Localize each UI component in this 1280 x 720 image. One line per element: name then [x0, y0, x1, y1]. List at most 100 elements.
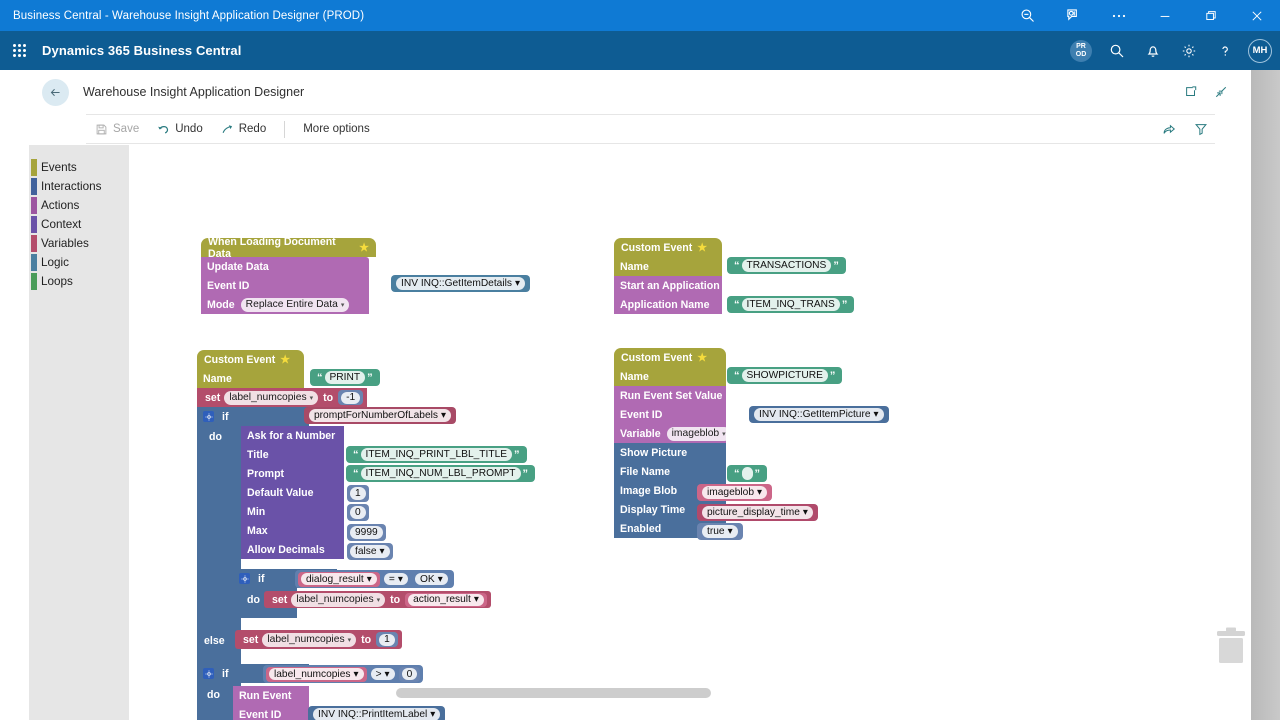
gear-icon[interactable] — [203, 668, 214, 679]
value-block-title-text[interactable]: “ ITEM_INQ_PRINT_LBL_TITLE ” — [346, 446, 527, 463]
comparison-block-body[interactable]: dialog_result ▾ = ▾ OK ▾ — [295, 570, 454, 588]
event-id-dropdown[interactable]: INV INQ::GetItemDetails ▾ — [396, 277, 525, 290]
help-question-icon[interactable] — [1208, 31, 1242, 70]
value-block-event-id-printitemlabel[interactable]: INV INQ::PrintItemLabel ▾ — [308, 706, 445, 720]
star-icon[interactable]: ★ — [697, 241, 707, 254]
dialog-result-dropdown[interactable]: dialog_result ▾ — [301, 573, 377, 585]
set-value-block[interactable]: -1 — [338, 390, 363, 405]
value-block-showpicture-text[interactable]: “ SHOWPICTURE ” — [727, 367, 842, 384]
block-run-event[interactable]: Run Event Event ID — [233, 686, 309, 720]
avatar[interactable]: MH — [1248, 39, 1272, 63]
value-block-event-id-getitempicture[interactable]: INV INQ::GetItemPicture ▾ — [749, 406, 889, 423]
more-icon[interactable] — [1096, 0, 1142, 31]
max-number-field[interactable]: 9999 — [350, 526, 383, 539]
value-block-numcopies-comparison[interactable]: label_numcopies ▾ > ▾ 0 — [263, 665, 423, 683]
image-blob-dropdown[interactable]: imageblob ▾ — [702, 486, 767, 499]
value-block-prompt-for-labels[interactable]: promptForNumberOfLabels ▾ — [304, 407, 456, 424]
star-icon[interactable]: ★ — [280, 353, 290, 366]
block-when-loading-document-data[interactable]: When Loading Document Data ★ Update Data… — [201, 238, 376, 314]
value-block-prompt-text[interactable]: “ ITEM_INQ_NUM_LBL_PROMPT ” — [346, 465, 535, 482]
mode-dropdown[interactable]: Replace Entire Data ▾ — [241, 298, 350, 312]
else-set-value-block[interactable]: 1 — [376, 632, 398, 647]
zero-number-field[interactable]: 0 — [402, 668, 418, 680]
palette-item-variables[interactable]: Variables — [30, 234, 122, 253]
palette-item-context[interactable]: Context — [30, 215, 122, 234]
print-text-field[interactable]: PRINT — [325, 371, 366, 384]
value-block-body[interactable]: “ PRINT ” — [310, 369, 380, 386]
action-result-dropdown[interactable]: action_result ▾ — [408, 594, 484, 606]
collapse-icon[interactable] — [1213, 84, 1229, 100]
palette-item-actions[interactable]: Actions — [30, 196, 122, 215]
notification-bell-icon[interactable] — [1136, 31, 1170, 70]
file-name-text-field[interactable] — [742, 467, 753, 480]
value-block-body[interactable]: “ ITEM_INQ_TRANS ” — [727, 296, 854, 313]
value-block-body[interactable]: picture_display_time ▾ — [697, 504, 818, 521]
showpicture-text-field[interactable]: SHOWPICTURE — [742, 369, 828, 382]
value-block-allow-decimals-boolean[interactable]: false ▾ — [347, 543, 393, 560]
save-button[interactable]: Save — [86, 114, 148, 144]
more-options-button[interactable]: More options — [294, 114, 378, 144]
value-block-body[interactable]: “ ” — [727, 465, 767, 482]
comparison-block-body[interactable]: label_numcopies ▾ > ▾ 0 — [263, 665, 423, 683]
comparison-right-operand[interactable]: OK ▾ — [412, 572, 451, 587]
start-app-section[interactable]: Start an Application Application Name — [614, 276, 722, 314]
search-icon[interactable] — [1100, 31, 1134, 70]
value-block-body[interactable]: 9999 — [347, 524, 386, 541]
block-hat-row[interactable]: When Loading Document Data ★ — [201, 238, 376, 257]
star-icon[interactable]: ★ — [697, 351, 707, 364]
palette-item-events[interactable]: Events — [30, 158, 122, 177]
value-block-event-id-getitemdetails[interactable]: INV INQ::GetItemDetails ▾ — [391, 275, 530, 292]
value-block-body[interactable]: false ▾ — [347, 543, 393, 560]
value-block-body[interactable]: 1 — [347, 485, 369, 502]
share-icon[interactable] — [1161, 121, 1177, 137]
transactions-text-field[interactable]: TRANSACTIONS — [742, 259, 832, 272]
comparison-operator-dropdown[interactable]: = ▾ — [384, 573, 408, 585]
open-in-new-window-icon[interactable] — [1183, 84, 1199, 100]
block-hat-row[interactable]: Custom Event ★ — [614, 238, 722, 257]
inner-set-variable-dropdown[interactable]: label_numcopies ▾ — [291, 593, 385, 607]
block-custom-event-print[interactable]: Custom Event ★ Name — [197, 350, 304, 388]
value-block-body[interactable]: true ▾ — [697, 523, 743, 540]
comparison-left-operand[interactable]: dialog_result ▾ — [298, 572, 380, 587]
value-block-enabled-boolean[interactable]: true ▾ — [697, 523, 743, 540]
default-number-field[interactable]: 1 — [350, 487, 366, 500]
help-search-icon[interactable] — [1050, 0, 1096, 31]
enabled-dropdown[interactable]: true ▾ — [702, 525, 738, 538]
allow-decimals-dropdown[interactable]: false ▾ — [350, 545, 390, 558]
star-icon[interactable]: ★ — [359, 241, 369, 254]
set-statement-row[interactable]: set label_numcopies ▾ to -1 — [197, 388, 367, 407]
block-if-prompt-for-labels[interactable]: if — [197, 407, 309, 426]
value-block-display-time-variable[interactable]: picture_display_time ▾ — [697, 504, 818, 521]
comparison-right-operand[interactable]: 0 — [399, 667, 421, 682]
close-icon[interactable] — [1234, 0, 1280, 31]
comparison-operator-dropdown[interactable]: > ▾ — [371, 668, 395, 680]
undo-button[interactable]: Undo — [148, 114, 212, 144]
minimize-icon[interactable] — [1142, 0, 1188, 31]
zoom-out-icon[interactable] — [1004, 0, 1050, 31]
value-block-body[interactable]: INV INQ::GetItemDetails ▾ — [391, 275, 530, 292]
palette-item-loops[interactable]: Loops — [30, 272, 122, 291]
else-set-variable-dropdown[interactable]: label_numcopies ▾ — [262, 633, 356, 647]
update-data-section[interactable]: Update Data Event ID Mode Replace Entire… — [201, 257, 369, 314]
numcopies-dropdown[interactable]: label_numcopies ▾ — [269, 668, 364, 680]
block-set-label-numcopies-initial[interactable]: set label_numcopies ▾ to -1 — [197, 388, 367, 407]
app-name-text-field[interactable]: ITEM_INQ_TRANS — [742, 298, 840, 311]
if-header-row[interactable]: if — [197, 407, 309, 426]
block-custom-event-transactions[interactable]: Custom Event ★ Name Start an Application — [614, 238, 722, 314]
value-block-file-name-text[interactable]: “ ” — [727, 465, 767, 482]
redo-button[interactable]: Redo — [212, 114, 276, 144]
set-variable-dropdown[interactable]: label_numcopies ▾ — [224, 391, 318, 405]
value-block-body[interactable]: promptForNumberOfLabels ▾ — [304, 407, 456, 424]
block-canvas[interactable]: When Loading Document Data ★ Update Data… — [129, 145, 1251, 720]
value-block-image-blob-variable[interactable]: imageblob ▾ — [697, 484, 772, 501]
variable-dropdown[interactable]: imageblob ▾ — [667, 427, 731, 441]
palette-item-interactions[interactable]: Interactions — [30, 177, 122, 196]
comparison-left-operand[interactable]: label_numcopies ▾ — [266, 667, 367, 682]
value-block-dialog-result-comparison[interactable]: dialog_result ▾ = ▾ OK ▾ — [295, 570, 454, 588]
print-event-id-dropdown[interactable]: INV INQ::PrintItemLabel ▾ — [313, 708, 440, 720]
environment-badge[interactable]: PR OD — [1064, 31, 1098, 70]
ok-dropdown[interactable]: OK ▾ — [415, 573, 448, 585]
event-id-dropdown[interactable]: INV INQ::GetItemPicture ▾ — [754, 408, 884, 421]
value-block-transactions-text[interactable]: “ TRANSACTIONS ” — [727, 257, 846, 274]
gear-icon[interactable] — [203, 411, 214, 422]
